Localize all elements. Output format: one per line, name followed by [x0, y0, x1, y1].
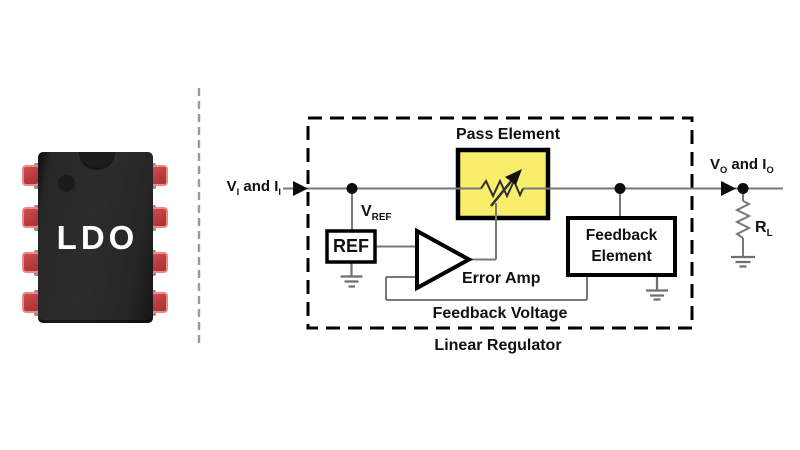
ref-box — [325, 229, 377, 264]
output-i: I — [762, 156, 767, 173]
rl-r: R — [755, 219, 767, 236]
output-v-sub: O — [720, 165, 728, 175]
input-i-sub: I — [278, 187, 281, 197]
ground-symbols — [340, 255, 755, 301]
junction-dot-input — [346, 183, 358, 194]
junction-dot-feedback — [614, 183, 626, 194]
output-and: and — [731, 156, 759, 173]
pass-element-label: Pass Element — [455, 126, 561, 143]
feedback-element-label: Feedback Element — [568, 218, 675, 275]
error-amp-triangle — [415, 227, 474, 292]
feedback-line2: Element — [591, 247, 652, 265]
input-voltage-label: VI and II — [203, 178, 281, 197]
vref-v: V — [361, 203, 372, 220]
input-arrowhead — [293, 181, 308, 196]
output-voltage-label: VO and IO — [710, 156, 774, 175]
vref-sub: REF — [371, 212, 392, 224]
input-v: V — [226, 178, 237, 195]
pass-element-wiper-line — [490, 178, 514, 207]
output-v: V — [710, 156, 721, 173]
feedback-element-box — [566, 216, 677, 277]
feedback-voltage-label: Feedback Voltage — [432, 305, 568, 322]
ldo-chip: LDO — [22, 152, 168, 323]
output-arrowhead — [721, 181, 736, 196]
input-v-sub: I — [236, 187, 240, 197]
output-i-sub: O — [766, 165, 774, 175]
pass-element-resistor-zigzag — [480, 178, 524, 199]
load-resistor-zigzag — [734, 200, 752, 239]
linear-regulator-dashed-box — [306, 116, 694, 330]
pass-element-box — [455, 147, 551, 221]
wires — [283, 187, 783, 301]
chip-notch — [79, 152, 115, 170]
pass-element-wiper-arrowhead — [505, 169, 522, 185]
junction-dot-output — [737, 183, 749, 194]
load-resistor-label: RL — [755, 219, 773, 240]
chip-label: LDO — [56, 218, 139, 256]
input-and: and — [243, 178, 271, 195]
chip-pin1-dot — [58, 175, 75, 192]
feedback-line1: Feedback — [585, 226, 658, 244]
linear-regulator-label: Linear Regulator — [434, 337, 562, 354]
ref-box-label: REF — [333, 236, 369, 256]
rl-sub: L — [766, 228, 773, 240]
input-i: I — [274, 178, 279, 195]
error-amp-label: Error Amp — [462, 270, 541, 287]
vref-label: VREF — [361, 203, 392, 224]
chip-body: LDO — [38, 152, 153, 323]
